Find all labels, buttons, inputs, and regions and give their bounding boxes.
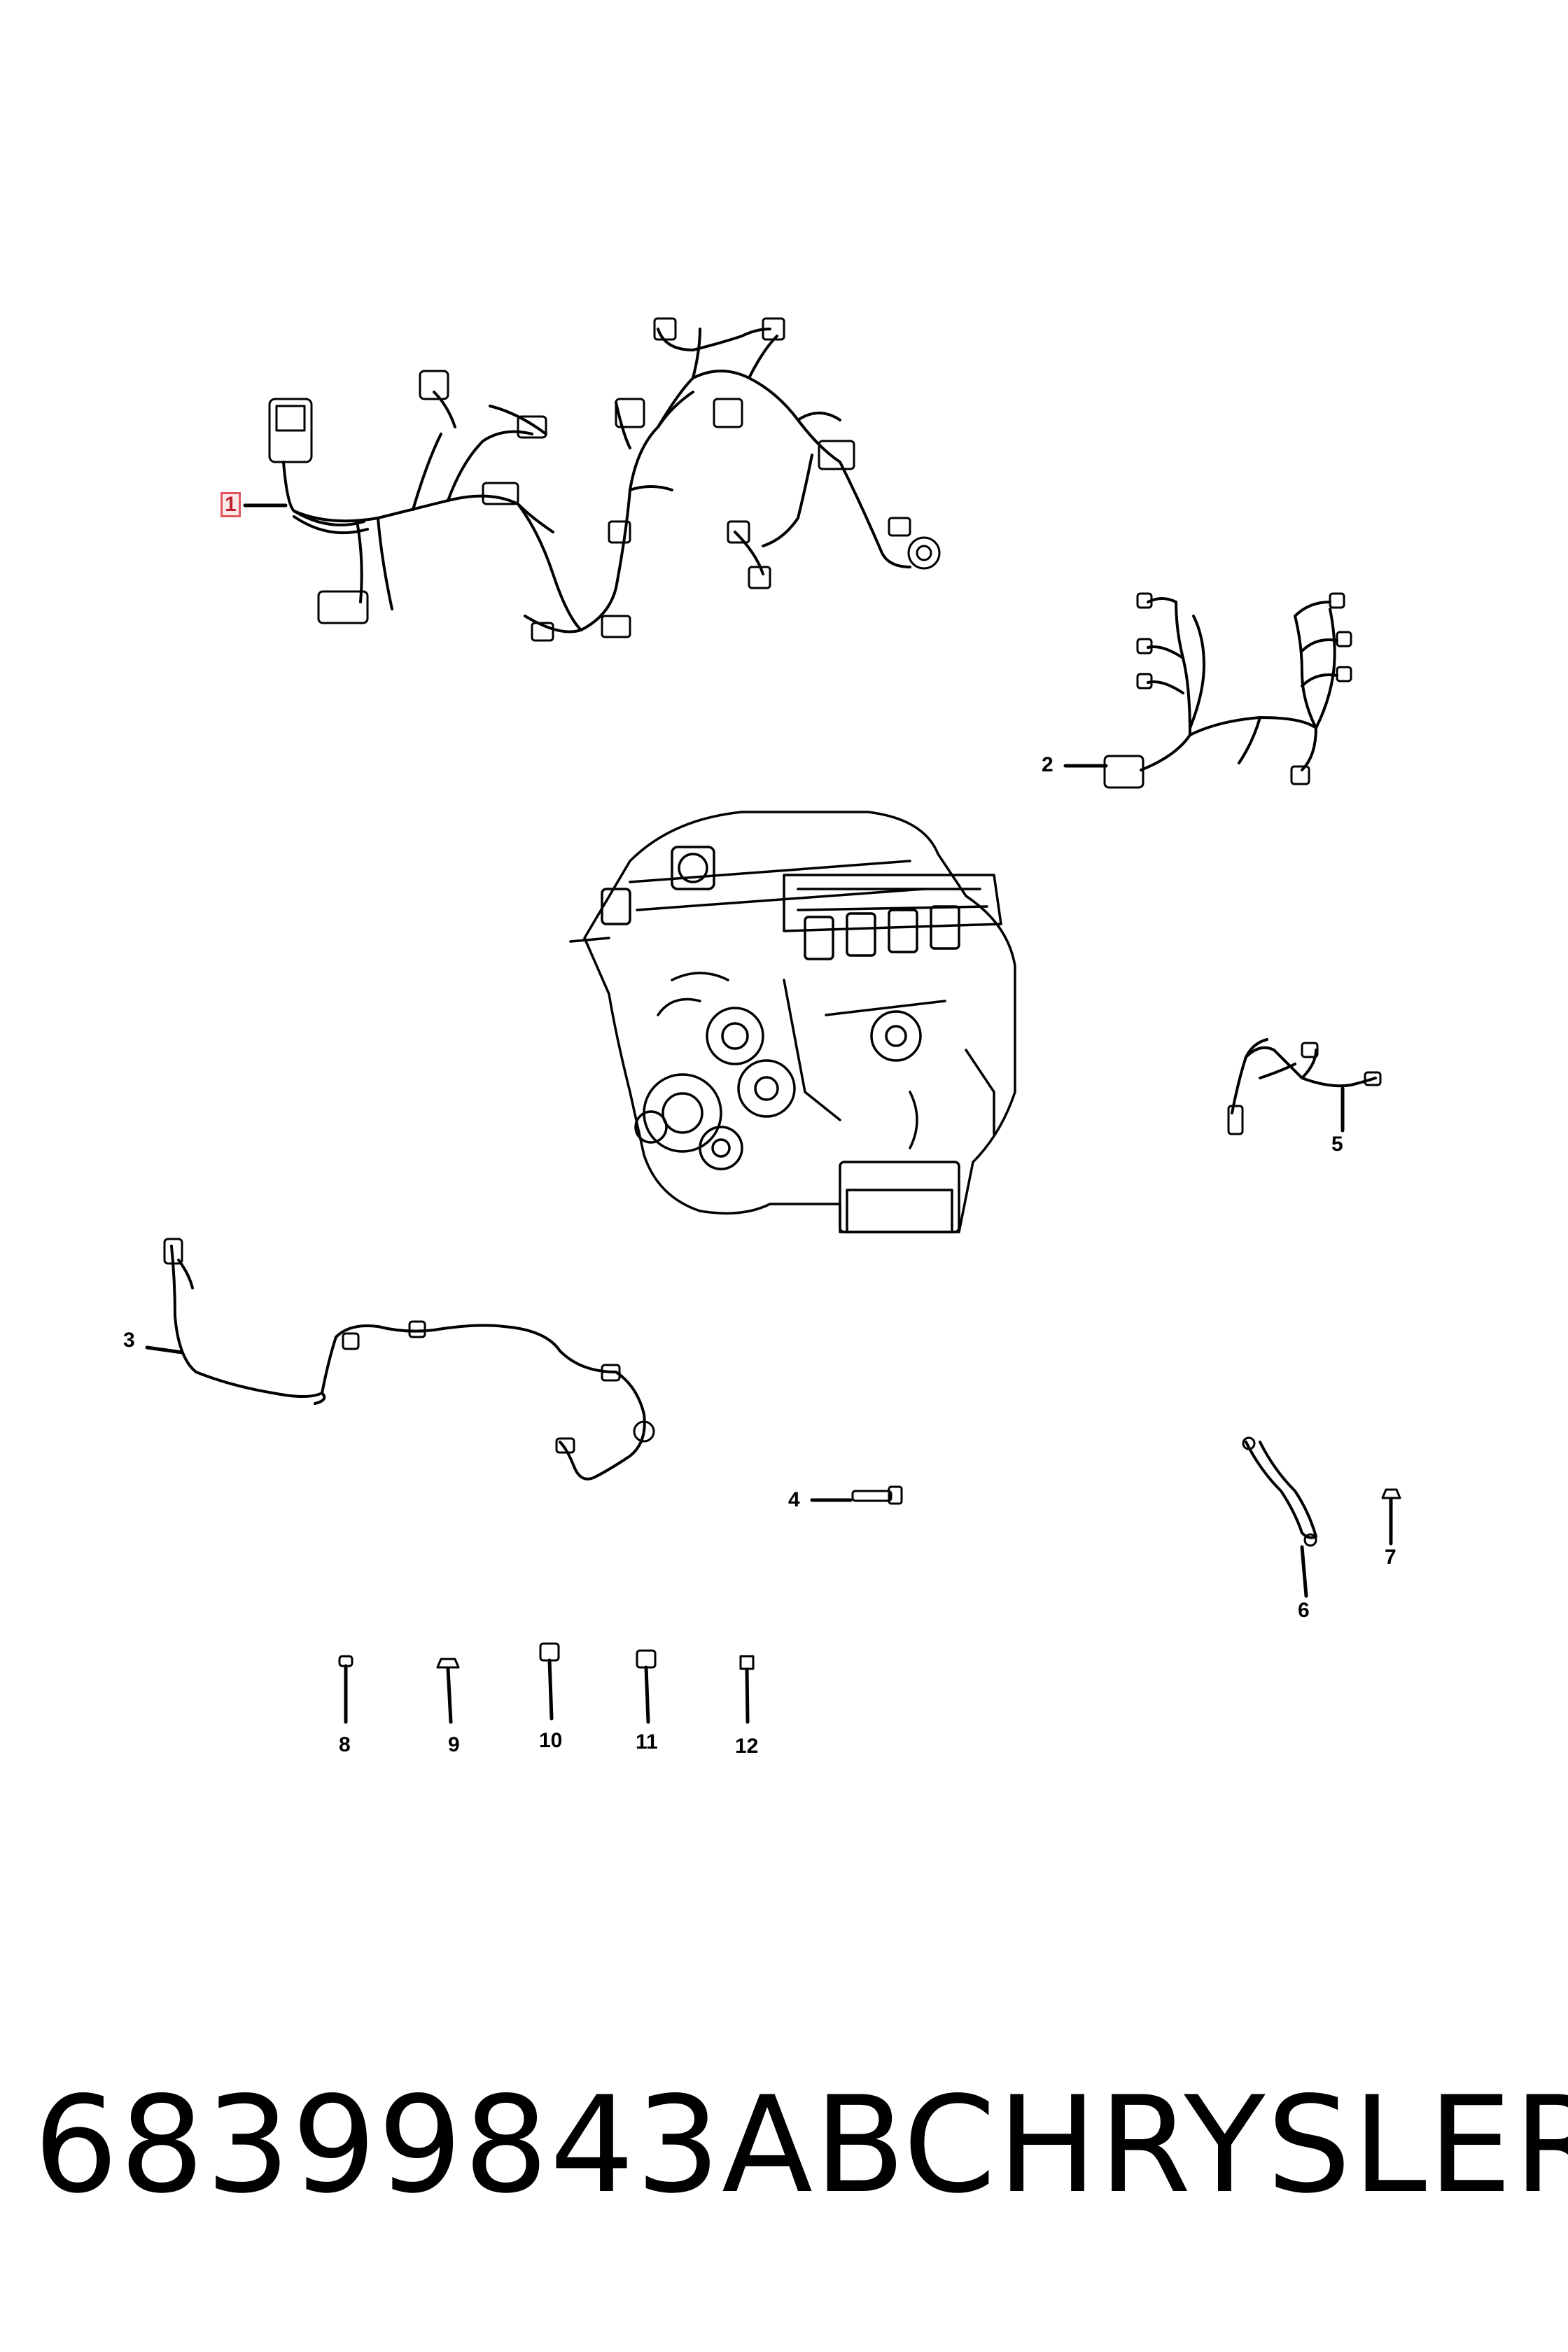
engine-assembly bbox=[569, 811, 1016, 1233]
fastener-8 bbox=[338, 1655, 354, 1724]
callout-9-label: 9 bbox=[448, 1733, 460, 1756]
stud-7 bbox=[1381, 1488, 1401, 1546]
harness-3 bbox=[145, 1238, 655, 1480]
harness-1-wiring bbox=[243, 328, 911, 634]
harness-1-connectors bbox=[268, 317, 941, 642]
fastener-12 bbox=[739, 1655, 755, 1724]
callout-6-label: 6 bbox=[1298, 1599, 1310, 1622]
callout-2-label: 2 bbox=[1042, 753, 1054, 776]
fastener-11 bbox=[636, 1649, 657, 1724]
bracket-6 bbox=[1242, 1436, 1317, 1598]
callout-8-label: 8 bbox=[339, 1733, 351, 1756]
callout-12-label: 12 bbox=[735, 1735, 759, 1758]
callout-3-label: 3 bbox=[123, 1329, 135, 1352]
bolt-4 bbox=[810, 1485, 903, 1505]
fastener-9 bbox=[436, 1658, 460, 1724]
part-number: 68399843AB bbox=[34, 2068, 907, 2222]
brand-name: CHRYSLER bbox=[903, 2068, 1568, 2222]
callout-5-label: 5 bbox=[1331, 1133, 1343, 1156]
callout-7-label: 7 bbox=[1385, 1546, 1396, 1569]
harness-5 bbox=[1227, 1038, 1382, 1135]
callout-11-label: 11 bbox=[636, 1730, 658, 1754]
callout-10-label: 10 bbox=[539, 1729, 563, 1752]
fastener-10 bbox=[539, 1642, 560, 1721]
harness-2-injector bbox=[1063, 592, 1352, 789]
callout-1-label: 1 bbox=[220, 492, 241, 517]
callout-4-label: 4 bbox=[788, 1488, 800, 1511]
